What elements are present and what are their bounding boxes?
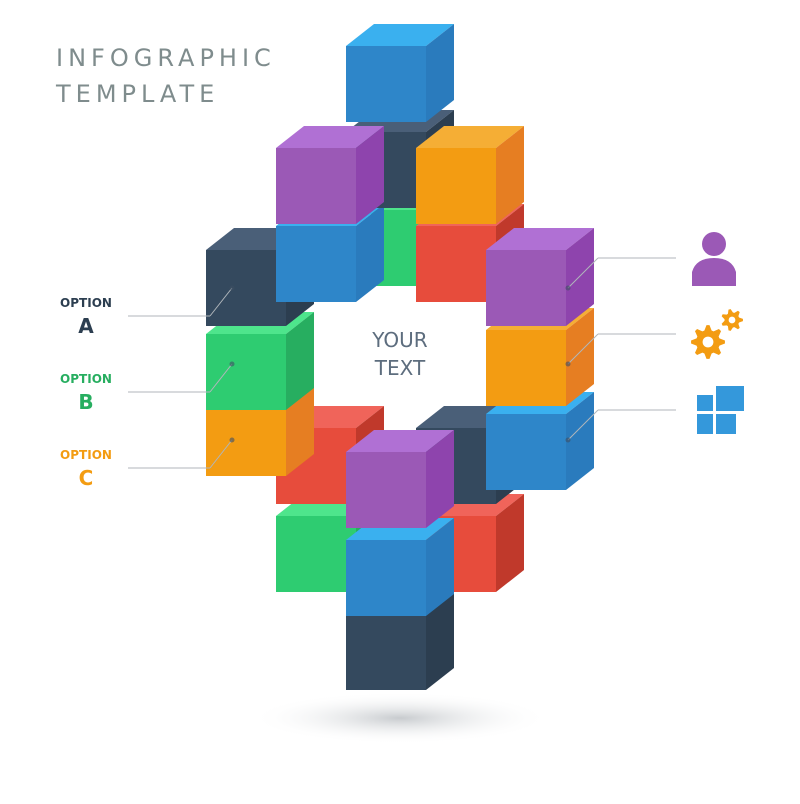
connector-dot — [229, 437, 235, 443]
gear-large — [691, 325, 725, 359]
gear-hole — [728, 316, 736, 324]
cube-top-face — [416, 126, 524, 148]
cube-top-face — [346, 430, 454, 452]
connector-dot — [565, 361, 571, 367]
option-b-letter: B — [78, 390, 94, 414]
option-a: OPTION A — [40, 296, 132, 338]
cube-side-face — [496, 494, 524, 592]
option-c-word: OPTION — [60, 448, 112, 462]
cube-side-face — [426, 24, 454, 122]
windows-icon-tile — [697, 414, 713, 434]
user-icon-body — [692, 258, 736, 286]
center-text-line-2: TEXT — [374, 356, 426, 380]
cube-front-face — [486, 330, 566, 406]
title-line-1: INFOGRAPHIC — [56, 44, 276, 72]
cube-front-face — [206, 334, 286, 410]
cube-side-face — [566, 228, 594, 326]
cube-blue — [346, 24, 454, 122]
connector-lines — [128, 257, 676, 469]
connector-dot — [565, 285, 571, 291]
cube-purple — [346, 430, 454, 528]
cube-stack — [206, 24, 594, 690]
cube-front-face — [206, 400, 286, 476]
cube-side-face — [426, 592, 454, 690]
windows-icon-tile — [716, 414, 736, 434]
connector-dot — [565, 437, 571, 443]
cube-front-face — [276, 148, 356, 224]
cube-side-face — [426, 430, 454, 528]
cube-side-face — [356, 204, 384, 302]
cube-front-face — [346, 452, 426, 528]
windows-icon-tile — [697, 395, 713, 411]
cube-orange — [416, 126, 524, 224]
cube-front-face — [206, 250, 286, 326]
ground-shadow — [250, 692, 550, 744]
cube-purple — [276, 126, 384, 224]
user-icon — [692, 232, 736, 286]
option-b-word: OPTION — [60, 372, 112, 386]
connector-dot — [229, 285, 235, 291]
option-c: OPTION C — [40, 448, 132, 490]
cube-front-face — [486, 250, 566, 326]
cube-front-face — [416, 226, 496, 302]
cube-front-face — [346, 540, 426, 616]
cube-side-face — [566, 308, 594, 406]
cube-front-face — [276, 516, 356, 592]
cube-front-face — [346, 46, 426, 122]
option-b: OPTION B — [40, 372, 132, 414]
cube-front-face — [486, 414, 566, 490]
cube-side-face — [426, 518, 454, 616]
cube-front-face — [416, 148, 496, 224]
connector-line — [567, 333, 599, 365]
cube-top-face — [346, 24, 454, 46]
windows-icon — [697, 386, 744, 434]
option-a-word: OPTION — [60, 296, 112, 310]
connector-line — [567, 409, 599, 441]
connector-line — [209, 439, 233, 469]
cube-top-face — [276, 126, 384, 148]
connector-dot — [229, 361, 235, 367]
user-icon-head — [702, 232, 726, 256]
center-text: YOUR TEXT — [340, 326, 460, 382]
cube-top-face — [486, 228, 594, 250]
connector-line — [209, 363, 233, 393]
option-a-letter: A — [78, 314, 94, 338]
cube-front-face — [276, 226, 356, 302]
connector-line — [567, 257, 599, 289]
windows-icon-tile — [716, 386, 744, 411]
cube-side-face — [566, 392, 594, 490]
cube-blue — [346, 518, 454, 616]
cube-side-face — [496, 126, 524, 224]
cube-front-face — [346, 614, 426, 690]
cube-green — [206, 312, 314, 410]
cube-side-face — [356, 126, 384, 224]
gear-small — [721, 309, 743, 331]
cube-blue — [486, 392, 594, 490]
cube-side-face — [286, 312, 314, 410]
gear-hole — [702, 336, 714, 348]
connector-line — [209, 287, 233, 317]
center-text-line-1: YOUR — [372, 328, 428, 352]
title-line-2: TEMPLATE — [56, 80, 220, 108]
option-c-letter: C — [78, 466, 94, 490]
cube-purple — [486, 228, 594, 326]
gears-icon — [691, 309, 743, 359]
